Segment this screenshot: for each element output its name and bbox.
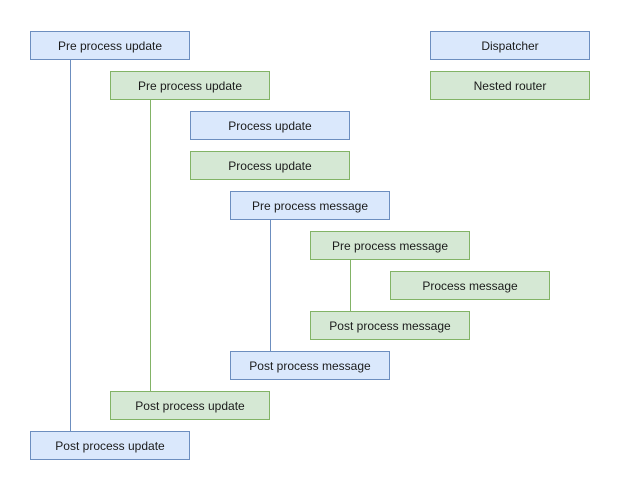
connector-line xyxy=(150,100,151,391)
legend-item-nested-router[interactable]: Nested router xyxy=(430,71,590,100)
node-pre-process-message-nested-router[interactable]: Pre process message xyxy=(310,231,470,260)
node-post-process-update-nested-router[interactable]: Post process update xyxy=(110,391,270,420)
node-pre-process-update-nested-router[interactable]: Pre process update xyxy=(110,71,270,100)
node-post-process-message-nested-router[interactable]: Post process message xyxy=(310,311,470,340)
connector-line xyxy=(270,220,271,351)
node-label: Process update xyxy=(228,158,312,173)
node-label: Post process update xyxy=(55,438,165,453)
node-label: Post process update xyxy=(135,398,245,413)
connector-line xyxy=(350,260,351,311)
node-process-update-nested-router[interactable]: Process update xyxy=(190,151,350,180)
legend-item-dispatcher[interactable]: Dispatcher xyxy=(430,31,590,60)
legend-label: Nested router xyxy=(473,78,547,93)
node-label: Pre process update xyxy=(57,38,163,53)
node-label: Process update xyxy=(228,118,312,133)
node-process-message-nested-router[interactable]: Process message xyxy=(390,271,550,300)
node-pre-process-update-dispatcher[interactable]: Pre process update xyxy=(30,31,190,60)
node-label: Process message xyxy=(422,278,518,293)
connector-line xyxy=(70,60,71,431)
node-post-process-message-dispatcher[interactable]: Post process message xyxy=(230,351,390,380)
node-label: Pre process update xyxy=(137,78,243,93)
node-label: Post process message xyxy=(329,318,451,333)
legend-label: Dispatcher xyxy=(481,38,539,53)
node-label: Post process message xyxy=(249,358,371,373)
node-label: Pre process message xyxy=(331,238,449,253)
node-pre-process-message-dispatcher[interactable]: Pre process message xyxy=(230,191,390,220)
node-label: Pre process message xyxy=(251,198,369,213)
node-post-process-update-dispatcher[interactable]: Post process update xyxy=(30,431,190,460)
node-process-update-dispatcher[interactable]: Process update xyxy=(190,111,350,140)
